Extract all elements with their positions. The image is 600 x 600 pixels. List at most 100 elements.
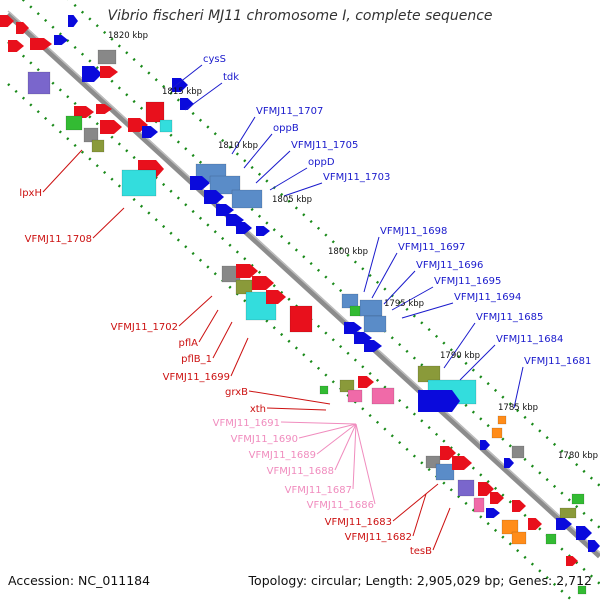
gene-feature (142, 126, 158, 138)
leader-line (316, 423, 357, 455)
leader-line (443, 322, 476, 369)
gene-feature (452, 456, 472, 470)
leader-line (459, 344, 496, 381)
gene-feature (231, 189, 263, 209)
gene-feature (190, 176, 210, 190)
leader-line (298, 423, 357, 439)
sequence-backbone (5, 10, 600, 559)
gene-label-forward: VFMJ11_1705 (291, 140, 358, 151)
backbone-line (5, 11, 600, 559)
label-leader-lines (42, 64, 524, 551)
gene-feature (100, 66, 118, 78)
leader-line (391, 286, 434, 311)
gene-label-forward: oppD (308, 157, 335, 168)
gene-feature (501, 519, 519, 535)
sequence-info: Topology: circular; Length: 2,905,029 bp… (248, 573, 592, 588)
gene-feature (457, 479, 475, 497)
gene-features (0, 15, 600, 595)
gene-feature (504, 458, 514, 468)
gene-label-reverse: grxB (225, 387, 248, 398)
gene-labels: cysStdkVFMJ11_1707oppBVFMJ11_1705oppDVFM… (19, 54, 591, 557)
gene-feature (145, 101, 165, 123)
gene-label-forward: VFMJ11_1696 (416, 260, 483, 271)
gene-feature (252, 276, 274, 290)
leader-line (230, 337, 249, 377)
gene-feature (344, 322, 362, 334)
leader-line (371, 252, 398, 299)
leader-line (178, 295, 213, 327)
gene-feature (556, 518, 572, 530)
gene-label-rna: VFMJ11_1686 (307, 500, 374, 511)
gene-feature (27, 71, 51, 95)
leader-line (363, 236, 380, 293)
gene-label-reverse: VFMJ11_1708 (25, 234, 92, 245)
gene-feature (91, 139, 105, 153)
gene-label-forward: VFMJ11_1684 (496, 334, 563, 345)
gene-feature (100, 120, 122, 134)
gene-label-rna: VFMJ11_1690 (231, 434, 298, 445)
gene-feature (566, 556, 578, 566)
gene-label-reverse: pflB_1 (181, 354, 212, 365)
gene-feature (83, 127, 99, 143)
gene-feature (16, 22, 29, 34)
gene-label-rna: VFMJ11_1689 (249, 450, 316, 461)
gene-feature (97, 49, 117, 65)
gene-feature (82, 66, 102, 82)
leader-line (392, 483, 439, 522)
leader-line (184, 82, 223, 111)
gene-label-reverse: VFMJ11_1682 (345, 532, 412, 543)
gene-label-reverse: xth (250, 404, 266, 415)
gene-label-rna: VFMJ11_1687 (285, 485, 352, 496)
topology-label: Topology: (248, 573, 308, 588)
gene-feature (54, 35, 68, 45)
scale-label: 1785 kbp (498, 403, 538, 413)
genes-label: Genes: (508, 573, 553, 588)
gene-feature (511, 445, 525, 459)
gene-feature (511, 531, 527, 545)
gene-feature (371, 387, 395, 405)
leader-line (266, 407, 327, 411)
gene-feature (497, 415, 507, 425)
gene-feature (65, 115, 83, 131)
scale-label: 1810 kbp (218, 141, 258, 151)
gene-label-forward: VFMJ11_1703 (323, 172, 390, 183)
leader-line (169, 64, 203, 91)
gene-feature (74, 106, 94, 118)
gene-feature (204, 190, 224, 204)
leader-line (248, 390, 331, 405)
leader-line (334, 423, 357, 471)
gene-feature (68, 15, 78, 27)
gene-feature (339, 379, 355, 393)
gene-feature (528, 518, 542, 530)
gene-feature (8, 40, 24, 52)
scale-label: 1800 kbp (328, 247, 368, 257)
gene-feature (363, 315, 387, 333)
gene-feature (256, 226, 270, 236)
tick-track-line (67, 0, 600, 487)
gene-label-forward: VFMJ11_1685 (476, 312, 543, 323)
gene-feature (588, 540, 600, 552)
gene-label-forward: VFMJ11_1697 (398, 242, 465, 253)
scale-label: 1820 kbp (108, 31, 148, 41)
gene-feature (512, 500, 526, 512)
gene-feature (0, 15, 14, 27)
leader-line (42, 149, 83, 193)
gene-feature (209, 175, 241, 195)
gene-feature (319, 385, 329, 395)
gene-feature (96, 104, 112, 114)
gene-feature (358, 376, 374, 388)
gene-feature (576, 526, 592, 540)
gene-feature (417, 365, 441, 383)
leader-line (198, 309, 219, 343)
genes-value: 2,712 (556, 573, 592, 588)
gene-feature (180, 98, 194, 110)
gene-label-rna: VFMJ11_1688 (267, 466, 334, 477)
leader-line (92, 207, 125, 239)
gene-feature (418, 390, 460, 412)
leader-line (231, 116, 256, 155)
backbone-highlight (7, 10, 600, 554)
gene-label-reverse: VFMJ11_1699 (163, 372, 230, 383)
gene-label-forward: VFMJ11_1694 (454, 292, 521, 303)
gene-label-reverse: pflA (179, 338, 199, 349)
